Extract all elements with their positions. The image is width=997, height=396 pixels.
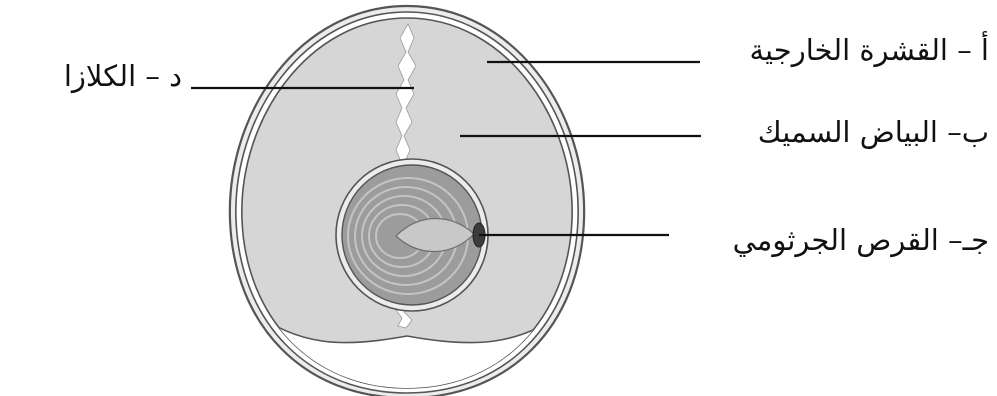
label-chalaza: د – الكلازا [64,62,182,91]
yolk [336,159,488,311]
label-outer-shell: أ – القشرة الخارجية [749,36,989,65]
label-thick-albumen: ب– البياض السميك [758,118,989,147]
label-germinal-disc: جـ– القرص الجرثومي [733,226,989,255]
